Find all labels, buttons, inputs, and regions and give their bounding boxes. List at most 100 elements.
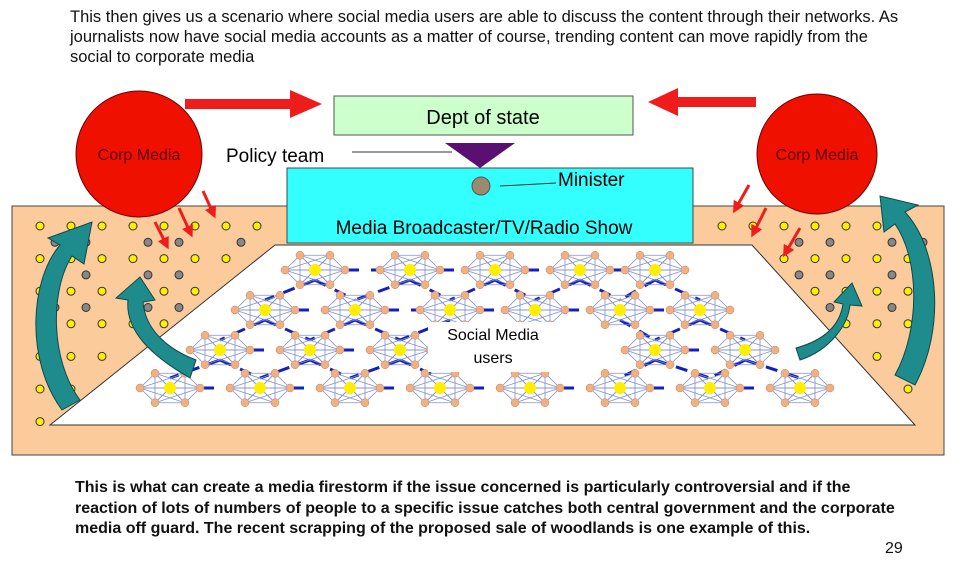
person-dot bbox=[221, 221, 231, 231]
user-cluster bbox=[135, 369, 205, 407]
user-cluster bbox=[225, 369, 295, 407]
user-cluster bbox=[375, 251, 445, 289]
person-dot bbox=[872, 286, 882, 296]
user-cluster bbox=[675, 369, 745, 407]
user-cluster bbox=[230, 291, 300, 329]
person-dot bbox=[97, 351, 107, 361]
person-dot bbox=[97, 319, 107, 329]
person-dot bbox=[887, 237, 897, 247]
person-dot bbox=[887, 303, 897, 312]
influence-arrows bbox=[153, 184, 802, 258]
person-dot bbox=[252, 221, 262, 231]
network-link bbox=[619, 358, 656, 380]
person-dot bbox=[841, 254, 851, 264]
person-dot bbox=[903, 286, 913, 296]
person-dot bbox=[35, 384, 45, 394]
person-dot bbox=[872, 351, 882, 361]
person-dot bbox=[190, 254, 200, 264]
arrow-corp-to-dept-right bbox=[648, 88, 756, 116]
person-dot bbox=[810, 221, 820, 231]
network-link bbox=[259, 358, 311, 380]
user-cluster bbox=[545, 251, 615, 289]
arrow-corp-to-dept-left bbox=[185, 90, 322, 118]
person-dot bbox=[825, 270, 835, 280]
network-link bbox=[399, 358, 441, 380]
user-cluster bbox=[665, 291, 735, 329]
person-dot bbox=[66, 286, 76, 296]
network-link bbox=[654, 318, 701, 342]
policy-team-funnel bbox=[445, 143, 515, 168]
teal-arrows bbox=[35, 195, 936, 411]
person-dot bbox=[810, 286, 820, 296]
person-dot bbox=[128, 254, 138, 264]
person-dot bbox=[35, 417, 45, 427]
person-dot bbox=[35, 254, 45, 264]
user-cluster bbox=[620, 331, 690, 369]
network-link bbox=[349, 358, 401, 380]
network-link bbox=[354, 318, 401, 342]
intro-paragraph: This then gives us a scenario where soci… bbox=[70, 8, 899, 66]
person-dot bbox=[159, 319, 169, 329]
network-link bbox=[699, 318, 746, 342]
minister-label: Minister bbox=[558, 170, 625, 191]
network-link bbox=[169, 358, 221, 380]
network-link bbox=[219, 318, 266, 342]
network-link bbox=[314, 278, 356, 302]
person-dot bbox=[779, 221, 789, 231]
person-dot bbox=[810, 254, 820, 264]
person-dot bbox=[174, 303, 184, 312]
person-dot bbox=[872, 221, 882, 231]
person-dot bbox=[779, 254, 789, 264]
user-cluster bbox=[280, 251, 350, 289]
network-link bbox=[619, 278, 656, 302]
network-link bbox=[354, 278, 411, 302]
user-cluster bbox=[405, 369, 475, 407]
person-dot bbox=[794, 270, 804, 280]
user-cluster bbox=[585, 291, 655, 329]
network-link bbox=[449, 278, 496, 302]
network-link bbox=[619, 318, 656, 342]
person-dot bbox=[174, 270, 184, 280]
person-dot bbox=[143, 237, 153, 247]
person-dot bbox=[159, 254, 169, 264]
user-cluster bbox=[765, 369, 835, 407]
person-dot bbox=[143, 303, 153, 312]
network-link bbox=[309, 318, 356, 342]
user-cluster bbox=[320, 291, 390, 329]
page-number: 29 bbox=[885, 540, 903, 557]
person-dot bbox=[159, 221, 169, 231]
social-media-label-1: Social Media bbox=[447, 327, 539, 344]
corp-media-left bbox=[75, 90, 203, 218]
broadcaster-box bbox=[286, 167, 694, 244]
person-dot bbox=[794, 237, 804, 247]
person-dot bbox=[872, 254, 882, 264]
person-dot bbox=[825, 303, 835, 312]
user-cluster bbox=[585, 369, 655, 407]
person-dot bbox=[97, 254, 107, 264]
person-dot bbox=[190, 221, 200, 231]
person-dot bbox=[717, 221, 727, 231]
person-dot bbox=[143, 270, 153, 280]
network-link bbox=[264, 318, 311, 342]
minister-icon bbox=[471, 176, 491, 196]
minister-line bbox=[499, 182, 557, 187]
user-cluster bbox=[460, 251, 530, 289]
user-cluster bbox=[495, 369, 565, 407]
user-cluster bbox=[710, 331, 780, 369]
policy-team-label: Policy team bbox=[226, 146, 324, 167]
person-dot bbox=[174, 237, 184, 247]
corp-media-right bbox=[756, 93, 878, 215]
user-cluster bbox=[185, 331, 255, 369]
dept-label: Dept of state bbox=[426, 107, 539, 129]
person-dot bbox=[81, 303, 91, 312]
person-dot bbox=[159, 286, 169, 296]
person-dot bbox=[825, 237, 835, 247]
user-cluster bbox=[365, 331, 435, 369]
social-media-label-2: users bbox=[473, 350, 512, 367]
user-cluster bbox=[315, 369, 385, 407]
person-dot bbox=[903, 319, 913, 329]
person-dot bbox=[128, 221, 138, 231]
person-dot bbox=[190, 286, 200, 296]
person-dot bbox=[97, 221, 107, 231]
